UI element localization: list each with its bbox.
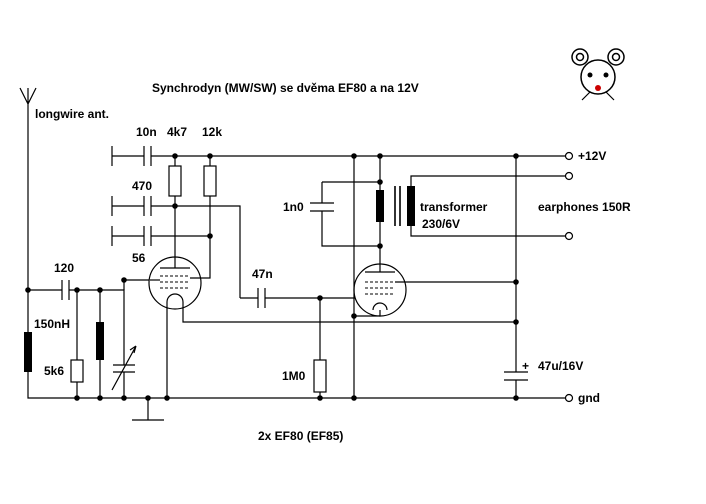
label-10n: 10n [136, 125, 157, 139]
antenna-icon [19, 87, 37, 290]
antenna-label: longwire ant. [35, 107, 109, 121]
capacitor-10n [111, 146, 565, 166]
terminal-earphone-1 [564, 171, 574, 181]
capacitor-470 [111, 196, 241, 298]
schematic-subtitle: 2x EF80 (EF85) [258, 429, 343, 443]
capacitor-1n0 [310, 181, 380, 247]
label-supply: +12V [578, 149, 606, 163]
resistor-5k6 [70, 359, 84, 383]
wire-grid1 [123, 279, 150, 290]
terminal-ground [564, 393, 574, 403]
label-earphones: earphones 150R [538, 200, 631, 214]
terminal-earphone-2 [564, 231, 574, 241]
label-12k: 12k [202, 125, 222, 139]
mouse-face-icon [571, 48, 625, 101]
tube-ef80-2 [353, 246, 407, 317]
resistor-4k7 [168, 165, 182, 197]
inductor-2 [96, 322, 104, 360]
capacitor-47n [240, 288, 360, 308]
tube-ef80-1 [148, 236, 211, 310]
terminal-supply [564, 151, 574, 161]
capacitor-47u [504, 156, 528, 398]
label-1m0: 1M0 [282, 369, 306, 383]
label-120: 120 [54, 261, 74, 275]
label-transformer-ratio: 230/6V [422, 217, 460, 231]
wire-cathode1 [166, 302, 516, 398]
variable-capacitor [100, 289, 137, 398]
ground-symbol-icon [132, 398, 164, 421]
label-ground: gnd [578, 391, 600, 405]
label-1n0: 1n0 [283, 200, 304, 214]
schematic-title: Synchrodyn (MW/SW) se dvěma EF80 a na 12… [152, 81, 419, 95]
resistor-12k [203, 165, 217, 197]
inductor-150nh [24, 332, 32, 372]
label-5k6: 5k6 [44, 364, 64, 378]
junction-dots [25, 153, 519, 401]
ground-rail [27, 290, 565, 399]
label-47n: 47n [252, 267, 273, 281]
transformer [376, 156, 565, 246]
capacitor-56 [111, 226, 210, 246]
label-56: 56 [132, 251, 146, 265]
resistor-1m0 [313, 359, 327, 393]
wire-tube2 [353, 156, 516, 398]
label-150nh: 150nH [34, 317, 70, 331]
label-470: 470 [132, 179, 152, 193]
capacitor-120 [28, 280, 100, 300]
label-4k7: 4k7 [167, 125, 187, 139]
label-47u-plus: + [522, 359, 529, 373]
label-47u: 47u/16V [538, 359, 583, 373]
label-transformer: transformer [420, 200, 488, 214]
